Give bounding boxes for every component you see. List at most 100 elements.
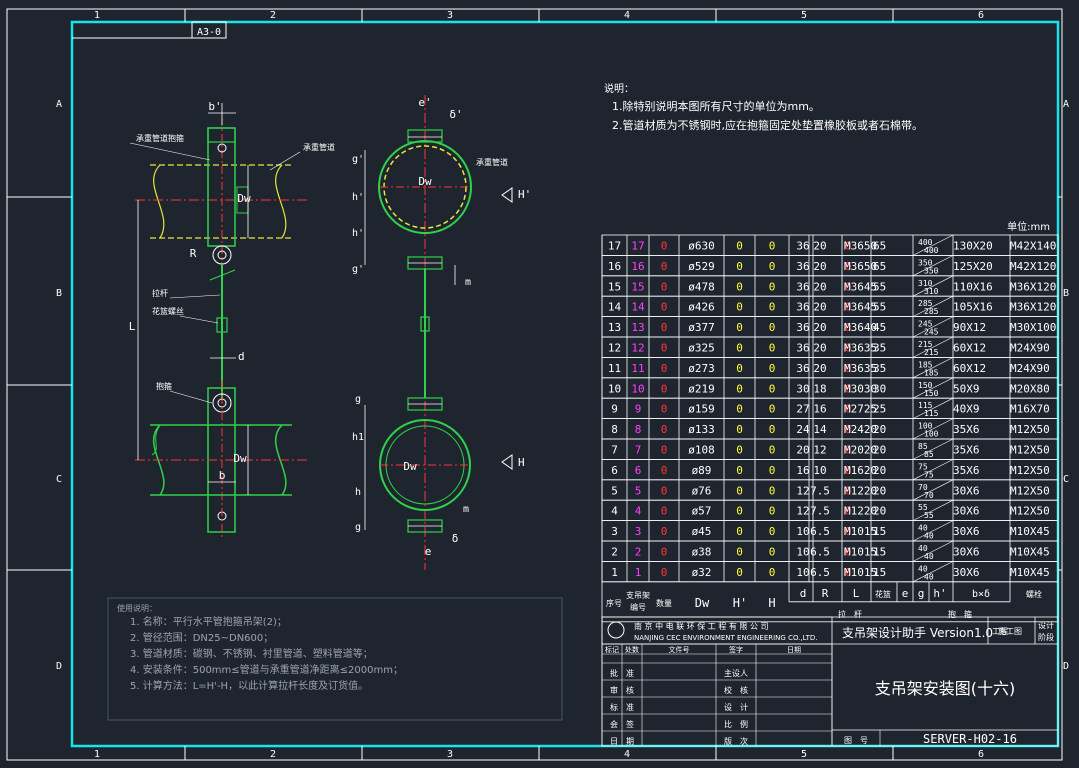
table-cell-h-a: 85 — [918, 442, 928, 451]
company-cn: 南 京 中 电 联 环 保 工 程 有 限 公 司 — [634, 621, 769, 631]
table-cell: 0 — [769, 321, 776, 334]
table-cell-h-b: 40 — [924, 572, 934, 581]
table-cell-diag — [912, 357, 954, 379]
table-cell: 10 — [796, 525, 809, 538]
table-cell-bolt: M24X90 — [1010, 342, 1050, 355]
table-cell-bxd: 60X12 — [953, 342, 986, 355]
table-cell: 27 — [796, 403, 809, 416]
th-hh: h' — [933, 587, 946, 600]
upper-bolt — [217, 143, 227, 153]
table-cell: 0 — [769, 525, 776, 538]
th-code1: 支吊架 — [626, 590, 650, 600]
table-cell-h-a: 350 — [918, 258, 933, 267]
label-m: m — [465, 277, 471, 288]
notes-title: 说明： — [604, 82, 634, 95]
label-dw-front-lower: Dw — [403, 460, 417, 473]
table-cell: ø32 — [692, 566, 712, 579]
table-cell: 1 — [611, 566, 618, 579]
table-cell: 0 — [845, 444, 852, 457]
table-cell: ø529 — [688, 260, 715, 273]
table-cell: 0 — [845, 403, 852, 416]
label-elev-h-prime: H' — [518, 188, 531, 201]
table-cell: M2020 — [844, 444, 877, 457]
table-cell: M3650 — [844, 240, 877, 253]
usage-item: 1. 名称：平行水平管抱箍吊架(2)； — [130, 615, 287, 628]
table-cell: 12 — [813, 444, 826, 457]
table-cell: 0 — [661, 342, 668, 355]
label-g-upper: g — [355, 394, 361, 405]
row-label-left: B — [56, 288, 62, 299]
table-cell: ø76 — [692, 484, 712, 497]
table-row — [601, 561, 1059, 583]
label-bearing-pipe-front: 承重管道 — [476, 157, 508, 167]
table-cell: 0 — [769, 423, 776, 436]
table-cell: 0 — [769, 382, 776, 395]
table-cell: 20 — [873, 423, 886, 436]
table-cell: 0 — [661, 484, 668, 497]
table-cell: 10 — [813, 464, 826, 477]
table-cell-bxd: 35X6 — [953, 464, 980, 477]
table-cell: 4 — [635, 505, 642, 518]
table-cell-h-b: 285 — [924, 307, 939, 316]
rev-header: 日期 — [787, 646, 801, 654]
leader-bearing-clamp — [129, 142, 211, 161]
table-cell: M3650 — [844, 260, 877, 273]
column-label-top: 1 — [94, 10, 100, 21]
table-cell: 0 — [661, 505, 668, 518]
table-cell: 10 — [631, 382, 644, 395]
table-row — [601, 540, 1059, 562]
sign-left: 日 期 — [610, 737, 634, 746]
table-cell: 20 — [873, 464, 886, 477]
label-delta: δ — [452, 532, 459, 545]
label-e-prime: e' — [418, 96, 431, 109]
table-cell-h-b: 350 — [924, 266, 939, 275]
table-cell: 36 — [796, 321, 809, 334]
table-cell-diag — [912, 499, 954, 521]
table-cell-h-a: 40 — [918, 564, 928, 573]
label-bearing-clamp: 承重管道抱箍 — [136, 133, 184, 143]
table-cell: 0 — [845, 566, 852, 579]
table-cell: 0 — [736, 484, 743, 497]
table-cell: 5 — [635, 484, 642, 497]
table-cell-bxd: 30X6 — [953, 484, 980, 497]
table-cell: 0 — [736, 505, 743, 518]
label-clamp: 抱箍 — [156, 381, 172, 391]
table-cell-bxd: 30X6 — [953, 525, 980, 538]
sign-right: 校 核 — [724, 685, 748, 695]
table-cell: 0 — [661, 444, 668, 457]
table-cell: 10 — [608, 382, 621, 395]
table-cell-bxd: 50X9 — [953, 382, 980, 395]
th-bxd: b×δ — [972, 589, 990, 600]
size-tag-box — [191, 21, 227, 39]
table-cell: 20 — [873, 505, 886, 518]
th-code2: 编号 — [630, 602, 646, 612]
table-cell: 0 — [736, 321, 743, 334]
leader-clamp — [169, 390, 213, 404]
column-label-top: 5 — [801, 10, 807, 21]
table-cell-h-b: 40 — [924, 532, 934, 541]
table-cell: 0 — [769, 484, 776, 497]
sign-left: 标 准 — [610, 702, 634, 712]
column-label-top: 3 — [447, 10, 453, 21]
table-cell-bxd: 35X6 — [953, 423, 980, 436]
table-cell: 0 — [661, 403, 668, 416]
table-cell: 12 — [608, 342, 621, 355]
table-cell-h-a: 115 — [918, 401, 933, 410]
turnbuckle-body — [216, 317, 228, 333]
table-cell: ø478 — [688, 280, 715, 293]
table-cell: ø45 — [692, 525, 712, 538]
table-cell: 20 — [813, 240, 826, 253]
table-cell: 15 — [608, 280, 621, 293]
table-cell: 0 — [736, 444, 743, 457]
table-cell: 20 — [813, 301, 826, 314]
company-en: NANJING CEC ENVIRONMENT ENGINEERING CO.,… — [634, 634, 817, 642]
table-cell: 17 — [608, 240, 621, 253]
table-cell: M1220 — [844, 484, 877, 497]
table-cell: 55 — [873, 280, 886, 293]
table-cell: 0 — [736, 546, 743, 559]
upper-pin — [217, 250, 227, 260]
th-qty: 数量 — [656, 598, 672, 608]
table-cell-bxd: 105X16 — [953, 301, 993, 314]
table-cell: M2725 — [844, 403, 877, 416]
notes-item: 2.管道材质为不锈钢时,应在抱箍固定处垫置橡胶板或者石棉带。 — [612, 118, 923, 132]
